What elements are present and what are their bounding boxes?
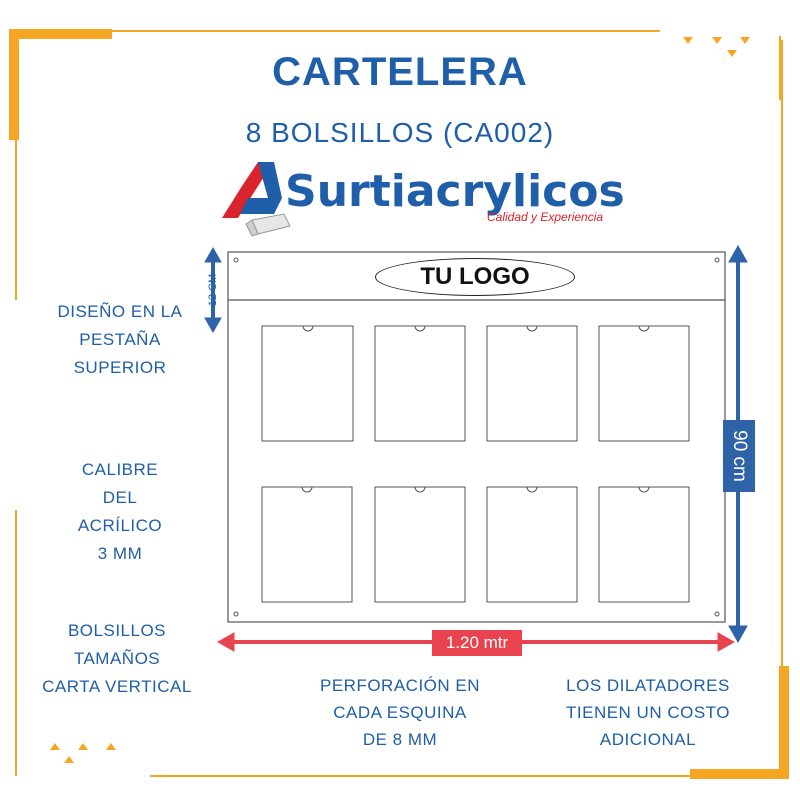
tab-height-label: 12 CM [207,273,219,307]
tab-dimension-arrow [204,246,222,334]
page-subtitle: 8 BOLSILLOS (CA002) [245,117,555,148]
pocket [374,486,466,603]
pocket [598,325,690,442]
pocket [261,486,353,603]
corner-perforations [233,257,720,617]
width-label: 1.20 mtr [432,630,522,656]
brand-tagline: Calidad y Experiencia [487,210,604,224]
note-gauge: CALIBRE DEL ACRÍLICO 3 MM [77,460,163,563]
pocket [598,486,690,603]
frame-corner-bottom-right [690,666,789,779]
triangle-decor-top-right [683,37,750,57]
note-perforation: PERFORACIÓN EN CADA ESQUINA DE 8 MM [319,676,481,749]
frame-corner-top-left [9,29,112,140]
brand-logo-icon [222,162,291,237]
logo-placeholder: TU LOGO [375,258,575,296]
page-title: CARTELERA [272,50,528,94]
pocket [261,325,354,442]
note-pocket-size: BOLSILLOS TAMAÑOS CARTA VERTICAL [42,621,192,696]
pocket [486,486,578,603]
note-tab-design: DISEÑO EN LA PESTAÑA SUPERIOR [57,302,183,377]
note-dilators: LOS DILATADORES TIENEN UN COSTO ADICIONA… [566,676,730,749]
brand-name: Surtiacrylicos [285,166,625,217]
pocket-notches [301,325,650,493]
height-label: 90 cm [723,420,755,492]
pocket [486,325,578,442]
pocket [374,325,466,442]
pockets [261,325,690,603]
triangle-decor-bottom-left [50,743,116,763]
